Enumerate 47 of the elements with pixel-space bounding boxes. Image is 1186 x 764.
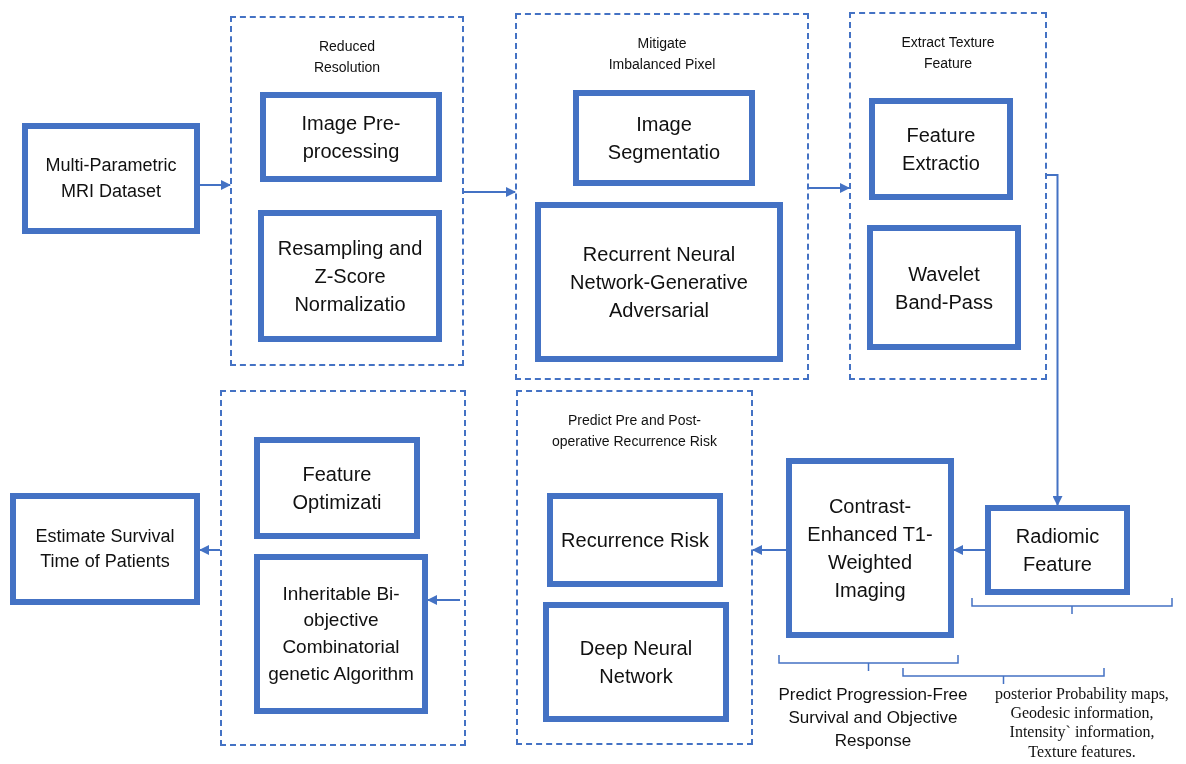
process-box — [258, 210, 442, 342]
process-box — [573, 90, 755, 186]
process-box — [543, 602, 729, 722]
box-label: Recurrence Risk — [561, 528, 709, 553]
box-label: Contrast-Enhanced T1-Weighted Imaging — [806, 494, 934, 603]
arrow — [199, 545, 221, 555]
box-label: Estimate Survival Time of Patients — [34, 524, 176, 573]
process-box — [547, 493, 723, 587]
arrow — [1046, 174, 1063, 506]
box-label: Image Segmentatio — [606, 112, 722, 165]
box-label: Feature Extractio — [901, 123, 981, 176]
box-label: Resampling and Z-Score Normalizatio — [276, 236, 424, 317]
annotation-text: Predict Progression-Free Survival and Objective Response — [777, 684, 969, 752]
process-box — [22, 123, 200, 234]
process-box — [869, 98, 1013, 200]
arrow — [752, 545, 787, 555]
box-label: Radiomic Feature — [1014, 524, 1101, 577]
process-box — [254, 437, 420, 539]
annotation-text: posterior Probability maps, Geodesic information, Intensity` information, Texture features. — [994, 684, 1170, 761]
arrow — [808, 183, 850, 193]
group-heading: Reduced Resolution — [312, 37, 382, 77]
process-box — [867, 225, 1021, 350]
dashed-group-box — [230, 16, 464, 366]
group-heading: Mitigate Imbalanced Pixel — [607, 34, 717, 74]
dashed-group-box — [515, 13, 809, 380]
group-heading: Extract Texture Feature — [900, 33, 996, 73]
process-box — [10, 493, 200, 605]
arrow — [427, 595, 461, 605]
dashed-group-box — [849, 12, 1047, 380]
group-heading: Predict Pre and Post-operative Recurrence Risk — [551, 411, 718, 451]
process-box — [254, 554, 428, 714]
process-box — [985, 505, 1130, 595]
box-label: Inheritable Bi-objective Combinatorial genetic Algorithm — [267, 581, 415, 686]
box-label: Multi-Parametric MRI Dataset — [44, 154, 178, 203]
process-box — [535, 202, 783, 362]
box-label: Feature Optimizati — [291, 462, 383, 515]
box-label: Wavelet Band-Pass — [894, 261, 994, 315]
arrow — [953, 545, 986, 555]
dashed-group-box — [516, 390, 753, 745]
box-label: Image Pre-processing — [300, 111, 402, 164]
arrow — [199, 180, 231, 190]
box-label: Recurrent Neural Network-Generative Adversarial — [569, 242, 749, 323]
box-label: Deep Neural Network — [578, 636, 694, 689]
process-box — [786, 458, 954, 638]
process-box — [260, 92, 442, 182]
arrow — [463, 187, 516, 197]
dashed-group-box — [220, 390, 466, 746]
